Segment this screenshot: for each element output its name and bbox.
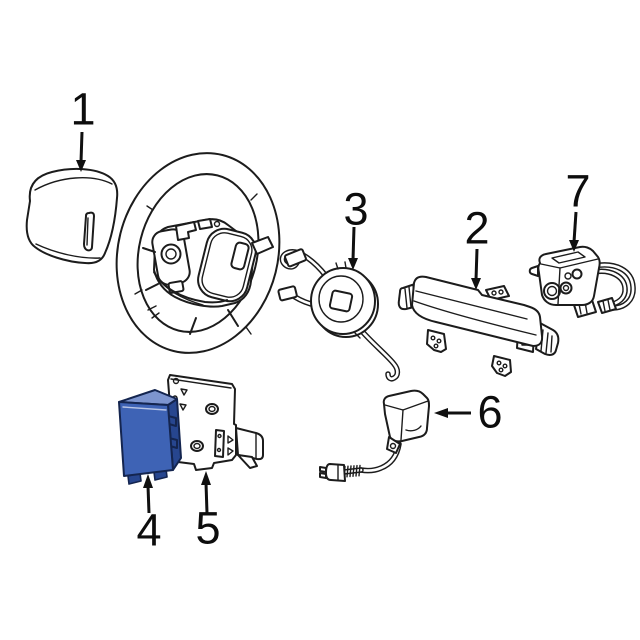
control-module-drawing (118, 389, 182, 485)
callout-arrow-4 (143, 474, 153, 514)
callout-arrow-2 (471, 248, 481, 290)
airbag-cover-drawing (25, 167, 119, 265)
sensor-harness-drawing (528, 245, 636, 318)
steering-wheel-drawing (115, 152, 281, 354)
callout-label-3: 3 (343, 183, 369, 235)
clockspring-drawing (277, 248, 401, 382)
callout-arrow-6 (434, 408, 471, 418)
callout-label-7: 7 (565, 165, 591, 217)
callout-label-6: 6 (477, 386, 503, 438)
passenger-airbag-drawing (397, 275, 560, 377)
callout-label-4: 4 (136, 504, 162, 556)
callout-arrow-7 (569, 211, 579, 252)
callout-label-1: 1 (70, 83, 96, 135)
callout-arrow-5 (201, 471, 211, 514)
callout-label-5: 5 (195, 502, 221, 554)
callout-label-2: 2 (464, 202, 490, 254)
impact-sensor-pigtail-drawing (319, 389, 430, 482)
callout-arrow-1 (76, 131, 86, 172)
callout-arrow-3 (348, 226, 358, 270)
mounting-bracket-drawing (167, 374, 264, 471)
